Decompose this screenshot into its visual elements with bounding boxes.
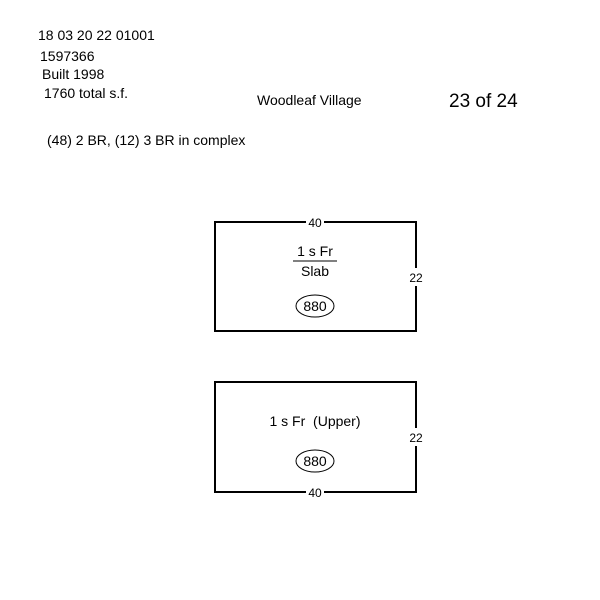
dimension-side: 22 <box>409 431 423 445</box>
construction-label: 1 s Fr <box>297 243 333 259</box>
dimension-top: 40 <box>308 216 322 230</box>
area-value: 880 <box>303 298 327 314</box>
complex-name: Woodleaf Village <box>257 92 362 108</box>
parcel-id: 18 03 20 22 01001 <box>38 27 155 43</box>
dimension-side: 22 <box>409 271 423 285</box>
construction-label: 1 s Fr (Upper) <box>269 413 360 429</box>
sketch-upper-floor: 40 22 1 s Fr (Upper) 880 <box>214 381 425 500</box>
total-square-feet: 1760 total s.f. <box>44 85 129 101</box>
sketch-lower-floor: 40 22 1 s Fr Slab 880 <box>214 214 425 332</box>
area-ellipse <box>295 449 335 473</box>
account-number: 1597366 <box>40 48 95 64</box>
building-outline <box>214 381 417 493</box>
unit-mix: (48) 2 BR, (12) 3 BR in complex <box>47 132 246 148</box>
dimension-bottom: 40 <box>308 486 322 500</box>
page-counter: 23 of 24 <box>449 91 518 112</box>
year-built: Built 1998 <box>42 66 105 82</box>
foundation-label: Slab <box>301 263 329 279</box>
area-value: 880 <box>303 453 327 469</box>
area-ellipse <box>295 294 335 318</box>
